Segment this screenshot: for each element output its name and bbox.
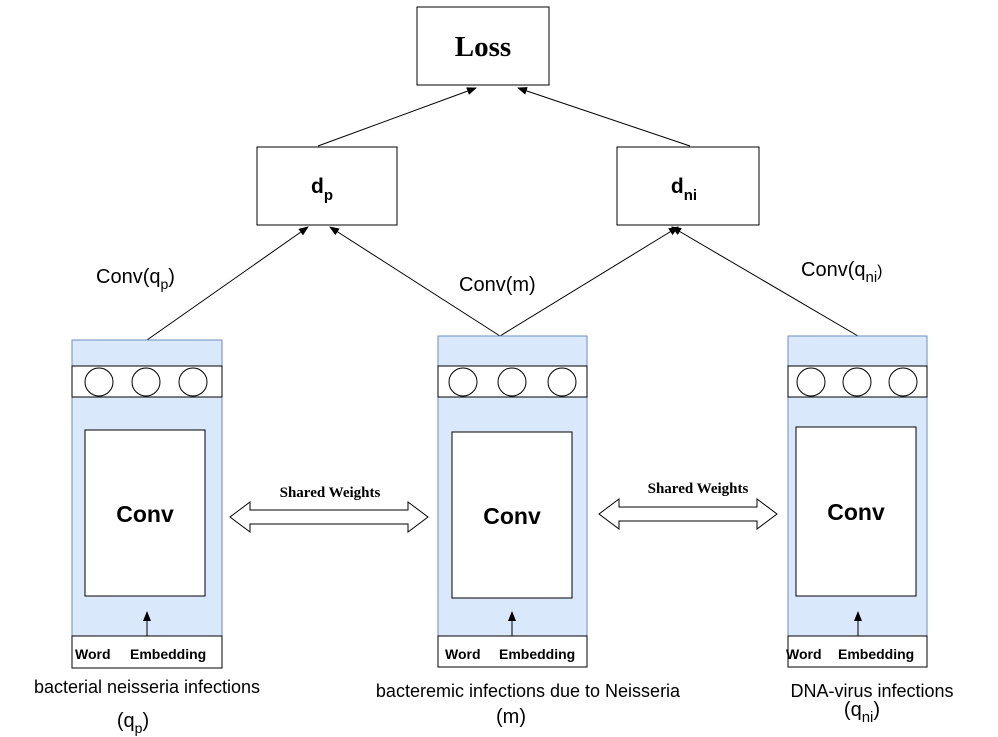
conv-block-label: Conv [116,501,174,527]
neuron-circle [178,367,208,397]
neuron-circle [84,367,114,397]
conv-block [451,431,573,599]
neuron-circle [497,367,527,397]
shared-weights-label: Shared Weights [280,485,381,501]
symbol-m: (m) [496,706,526,728]
arrow-q-p-to-dp [146,226,309,341]
caption-q-p: bacterial neisseria infections [34,677,260,697]
conv-block-label: Conv [827,499,885,525]
arrow-dni-to-loss [517,87,691,147]
double-arrow [229,501,429,533]
caption-q-ni: DNA-virus infections [790,681,953,701]
double-arrow [598,498,778,530]
dni-node: dni [616,146,760,226]
embedding-label: Embedding [130,646,206,662]
arrow-q-ni-to-dni [671,226,859,337]
embedding-label: Embedding [499,646,575,662]
arrow-m-to-dni [499,226,679,337]
shared-weights-label: Shared Weights [648,481,749,497]
column-q-ni: Conv Word Embedding [786,335,928,668]
neuron-circle [888,367,918,397]
neuron-circle [131,367,161,397]
shared-weights-left: Shared Weights [229,485,429,533]
embedding-box [71,635,223,669]
embedding-word: Word [445,646,481,662]
embedding-box [437,635,588,668]
conv-qp-label: Conv(qp) [96,266,175,292]
arrow-m-to-dp [329,226,501,337]
dni-label: dni [671,175,697,204]
edges [146,87,859,341]
loss-node: Loss [416,6,550,86]
column-q-p: Conv Word Embedding [71,339,223,669]
conv-block-label: Conv [483,503,541,529]
dp-label: dp [311,175,333,204]
caption-m: bacteremic infections due to Neisseria [376,681,681,701]
conv-m-label: Conv(m) [459,274,536,296]
conv-block [84,429,206,597]
symbol-q-p: (qp) [117,710,149,736]
neuron-circle [448,367,478,397]
neuron-circle [842,367,872,397]
embedding-word: Word [75,646,111,662]
column-m: Conv Word Embedding [437,335,588,668]
embedding-label: Embedding [838,646,914,662]
symbol-q-ni: (qni) [844,699,880,726]
conv-block [795,426,917,597]
embedding-word: Word [786,646,822,662]
dp-node: dp [256,146,398,226]
arrow-dp-to-loss [317,87,477,147]
conv-qni-label: Conv(qni) [801,259,883,286]
shared-weights-right: Shared Weights [598,481,778,530]
loss-label: Loss [455,31,511,63]
neuron-circle [547,367,577,397]
neuron-circle [796,367,826,397]
embedding-box [787,635,928,668]
